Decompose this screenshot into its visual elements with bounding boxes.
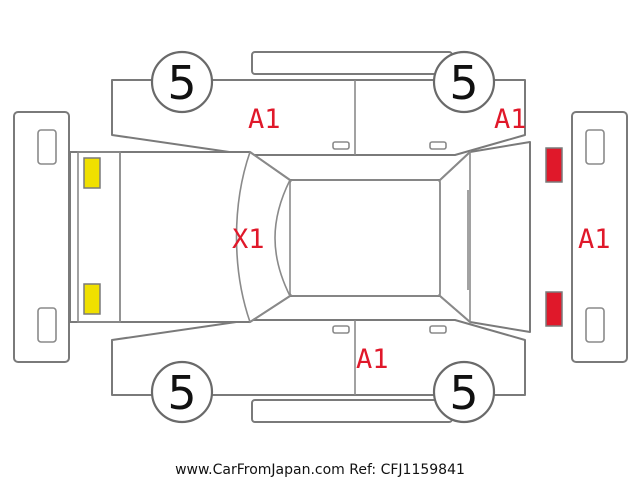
rear-window <box>439 150 471 324</box>
damage-roof-windshield: X1 <box>232 224 265 255</box>
wheel-front-left-value: 5 <box>167 56 196 110</box>
rear-bumper <box>571 111 628 363</box>
footer-ref: Ref: CFJ1159841 <box>349 462 465 478</box>
damage-left-rear-quarter: A1 <box>494 104 527 135</box>
headlight-bottom <box>83 283 101 315</box>
taillight-bottom <box>545 291 563 327</box>
headlight-top <box>83 157 101 189</box>
damage-left-front-door: A1 <box>248 104 281 135</box>
left-roof-rail <box>251 51 453 75</box>
wheel-front-left: 5 <box>150 50 214 114</box>
wheel-rear-right: 5 <box>432 360 496 424</box>
wheel-rear-left-value: 5 <box>449 56 478 110</box>
damage-rear-bumper: A1 <box>578 224 611 255</box>
damage-right-rear-door: A1 <box>356 344 389 375</box>
footer-site: www.CarFromJapan.com <box>175 462 345 478</box>
right-side-panel <box>111 319 526 396</box>
windshield <box>235 150 292 324</box>
wheel-rear-right-value: 5 <box>449 366 478 420</box>
footer-text: www.CarFromJapan.com Ref: CFJ1159841 <box>175 462 465 478</box>
car-body-top-view <box>69 141 531 333</box>
left-side-panel <box>111 79 526 156</box>
wheel-rear-left: 5 <box>432 50 496 114</box>
taillight-top <box>545 147 563 183</box>
wheel-front-right-value: 5 <box>167 366 196 420</box>
wheel-front-right: 5 <box>150 360 214 424</box>
right-roof-rail <box>251 399 453 423</box>
front-bumper <box>13 111 70 363</box>
